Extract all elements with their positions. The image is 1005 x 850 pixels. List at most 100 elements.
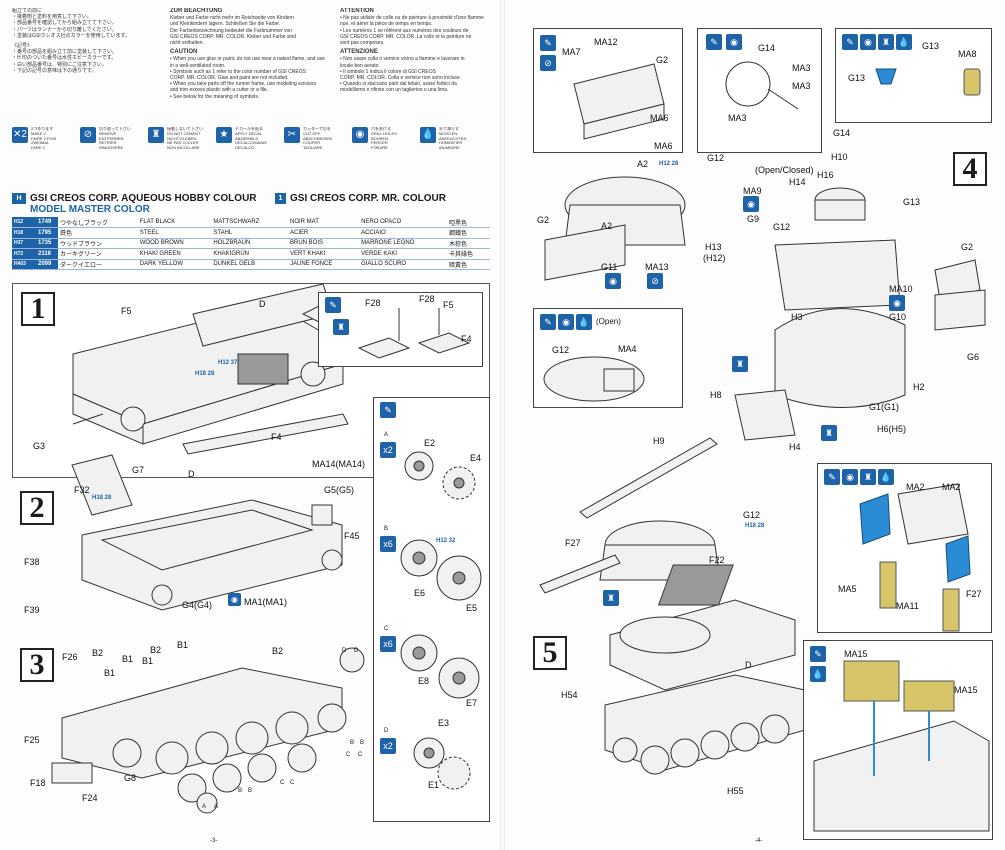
wheel-position-tag: B bbox=[238, 788, 243, 794]
part-label: G2 bbox=[537, 215, 550, 225]
final-drive bbox=[321, 549, 343, 571]
color-code: H18 28 bbox=[745, 523, 765, 529]
color-cell-code: H72 bbox=[12, 248, 36, 260]
symbol-text: MOISTEN bbox=[439, 130, 458, 136]
part-label: MA12 bbox=[594, 37, 618, 47]
paint-brush-icon: ✎ bbox=[842, 34, 858, 50]
cut-icon: ✂ bbox=[284, 127, 300, 143]
part-label: MA2 bbox=[906, 482, 925, 492]
remove-icon: ⊘ bbox=[647, 273, 663, 289]
color-code: H12 28 bbox=[659, 161, 679, 167]
part-label: F26 bbox=[62, 652, 78, 662]
drill-icon: ◉ bbox=[352, 127, 368, 143]
wheel-position-tag: D bbox=[354, 648, 359, 654]
color-cell-de: KHAKIGRÜN bbox=[211, 248, 289, 260]
part-label: E7 bbox=[466, 698, 478, 708]
step-1-drawing bbox=[72, 283, 385, 455]
part-label: H2 bbox=[913, 382, 925, 392]
color-cell-fr: BRUN BOIS bbox=[288, 238, 360, 249]
symbol-text: ANFEUCHTEN bbox=[439, 135, 467, 141]
color-cell-de: MATTSCHWARZ bbox=[211, 217, 289, 228]
part-label: MA15 bbox=[954, 685, 978, 695]
do-not-cement-icon: ♜ bbox=[732, 356, 748, 372]
it-title: ATTENZIONE bbox=[340, 49, 378, 56]
color-cell-num: 2099 bbox=[36, 259, 58, 270]
multiplier-badge: x2 bbox=[380, 442, 396, 458]
drill-icon: ◉ bbox=[842, 469, 858, 485]
intro-jp-line: ・H 印のついた番号は水性ホビーカラーです。 bbox=[12, 55, 117, 62]
step-5-callout-mesh: ✎ ◉ ♜ 💧 MA2 MA2 MA5 MA11 F27 bbox=[817, 463, 992, 633]
intro-jp-line: ・下記の記号の意味は下の通りです。 bbox=[12, 67, 97, 74]
part-label: H54 bbox=[561, 690, 578, 700]
color-cell-code: H403 bbox=[12, 259, 36, 270]
symbol-text: FORARE bbox=[371, 145, 388, 151]
color-cell-it: MARRONE LEGNO bbox=[359, 238, 447, 249]
caution-line: in a well-ventilated room. bbox=[170, 62, 226, 69]
drill-icon: ◉ bbox=[558, 314, 574, 330]
color-cell-jp: ダークイエロー bbox=[58, 259, 138, 270]
do-not-cement-icon: ♜ bbox=[148, 127, 164, 143]
color-cell-jp: 鉄色 bbox=[58, 227, 138, 239]
multiplier-badge: x6 bbox=[380, 536, 396, 552]
step-4-callout-a: ✎ ⊘ MA12 G2 MA7 MA6 MA6 bbox=[533, 28, 683, 153]
multiplier-badge: x6 bbox=[380, 636, 396, 652]
symbol-text: カッターで切る bbox=[303, 127, 331, 131]
part-label: A2 bbox=[601, 221, 613, 231]
part-label: F4 bbox=[271, 432, 282, 442]
model-master-title: MODEL MASTER COLOR bbox=[30, 204, 150, 215]
part-label: MA15 bbox=[844, 649, 868, 659]
hull-interior bbox=[100, 509, 314, 571]
drill-icon: ◉ bbox=[605, 273, 621, 289]
symbol-text: ZWEIMAL bbox=[31, 140, 50, 146]
part-label: B2 bbox=[92, 648, 104, 658]
wheel-position-tag: B bbox=[350, 740, 355, 746]
color-cell-en: WOOD BROWN bbox=[137, 238, 212, 249]
color-cell-cn: 木棕色 bbox=[447, 238, 490, 249]
intro-jp-line: 《記号》 bbox=[12, 43, 33, 50]
water-drop-icon: 💧 bbox=[810, 666, 826, 682]
paint-brush-icon: ✎ bbox=[706, 34, 722, 50]
symbol-text: NICHT KLEBEN bbox=[167, 135, 197, 141]
color-cell-cn: 卡其綠色 bbox=[447, 248, 490, 260]
wheel-position-tag: A bbox=[214, 804, 219, 810]
symbol-text: NE PAS COLLER bbox=[167, 140, 199, 146]
color-cell-jp: カーキグリーン bbox=[58, 248, 138, 260]
step-number: 1 bbox=[21, 292, 55, 326]
part-label: F32 bbox=[74, 485, 90, 495]
symbol-text: 2つ作ります bbox=[31, 127, 54, 131]
part-label: MA11 bbox=[896, 601, 919, 611]
mr-colour-tag: 1 bbox=[275, 193, 286, 204]
wheel-position-tag: C bbox=[290, 780, 295, 786]
return-roller bbox=[151, 584, 173, 606]
paint-brush-icon: ✎ bbox=[540, 35, 556, 51]
part-label: MA6 bbox=[650, 113, 669, 123]
color-code: H18 28 bbox=[195, 371, 215, 377]
part-label: F45 bbox=[344, 531, 360, 541]
part-label: G12 bbox=[773, 222, 791, 232]
part-label: MA8 bbox=[958, 49, 977, 59]
do-not-cement-icon: ♜ bbox=[603, 590, 619, 606]
color-cell-cn: 鋼鐵色 bbox=[447, 227, 490, 239]
symbol-text: 切り取って下さい bbox=[99, 127, 131, 131]
remove-icon: ⊘ bbox=[540, 55, 556, 71]
step-number: 4 bbox=[953, 152, 987, 186]
part-label: F4 bbox=[461, 334, 472, 344]
color-cell-num: 1749 bbox=[36, 217, 58, 228]
part-label: E3 bbox=[438, 718, 450, 728]
part-label: H3 bbox=[791, 312, 803, 322]
caution-line: CORP. MR. COLOR. Glue and paint are not … bbox=[170, 75, 289, 82]
intro-german-english: ZUR BEACHTUNG Kleber und Farbe nicht meh… bbox=[170, 8, 335, 100]
intro-jp-line: ・白い部品番号は、特別にご注意下さい。 bbox=[12, 61, 107, 68]
part-label: G11 bbox=[601, 262, 618, 272]
symbol-text: RETIRER bbox=[99, 140, 117, 146]
wheel-position-tag: D bbox=[342, 648, 347, 654]
part-label: G13 bbox=[922, 41, 940, 51]
drive-sprocket bbox=[339, 647, 365, 673]
part-label: G14 bbox=[833, 128, 851, 138]
fr-line: GSI CREOS CORP. MR. COLOR. La colle et l… bbox=[340, 33, 472, 40]
part-label: F18 bbox=[30, 778, 46, 788]
part-label: D bbox=[259, 299, 266, 309]
drill-icon: ◉ bbox=[228, 593, 241, 606]
